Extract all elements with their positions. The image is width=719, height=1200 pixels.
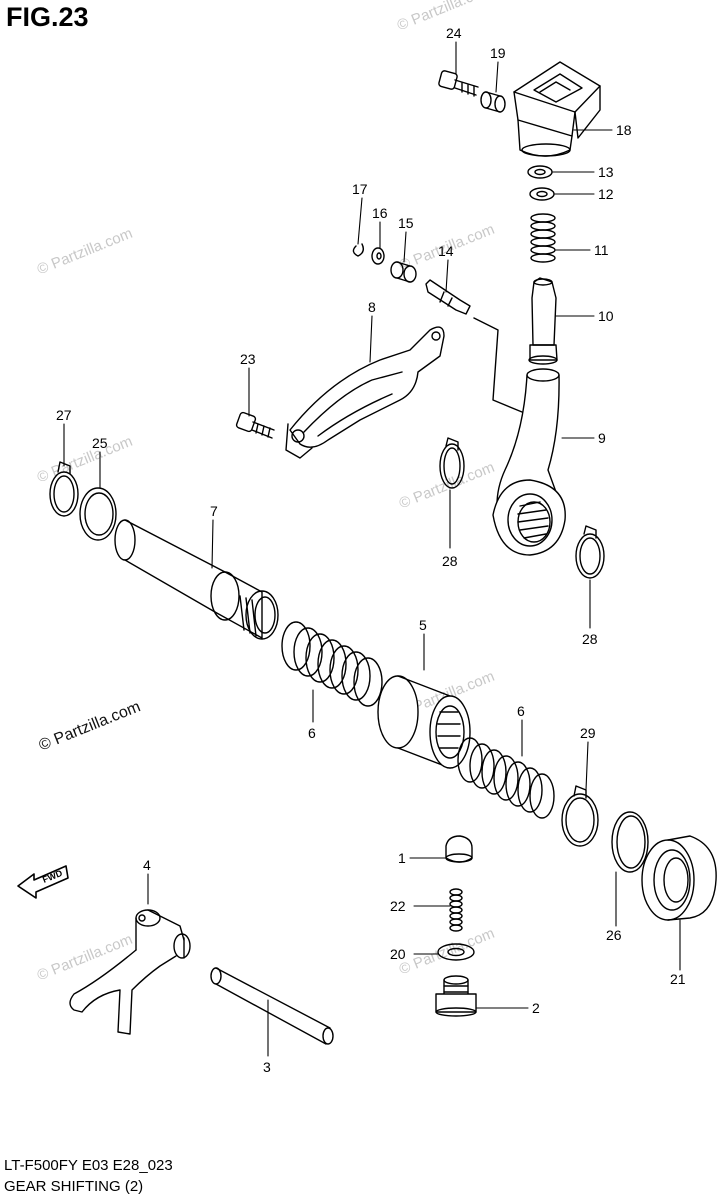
callout-26: 26 — [606, 927, 622, 943]
callout-6: 6 — [308, 725, 316, 741]
part-7-shift-shaft — [114, 519, 279, 640]
callout-7: 7 — [210, 503, 218, 519]
figure-code: LT-F500FY E03 E28_023 — [4, 1157, 173, 1174]
callout-labels: 24 19 18 13 12 17 16 15 14 11 10 8 23 9 … — [56, 25, 686, 1075]
part-21-oil-seal — [641, 835, 717, 921]
fwd-arrow-icon — [17, 865, 69, 899]
callout-1: 1 — [398, 850, 406, 866]
callout-11: 11 — [594, 242, 609, 258]
part-28-circlip-upper — [439, 437, 465, 489]
figure-title: FIG.23 — [6, 2, 89, 32]
part-15-bushing — [390, 261, 417, 283]
part-20-washer — [437, 943, 475, 961]
part-16-washer — [371, 247, 385, 265]
callout-13: 13 — [598, 164, 614, 180]
callout-27: 27 — [56, 407, 72, 423]
callout-10: 10 — [598, 308, 614, 324]
callout-22: 22 — [390, 898, 406, 914]
part-9-shift-arm — [492, 368, 566, 556]
part-2-plug-bolt — [435, 975, 477, 1017]
part-24-bolt — [438, 70, 479, 97]
callout-12: 12 — [598, 186, 614, 202]
part-13-washer — [527, 165, 553, 179]
callout-8: 8 — [368, 299, 376, 315]
callout-14: 14 — [438, 243, 454, 259]
part-6-spring-left — [281, 621, 383, 707]
callout-28: 28 — [442, 553, 458, 569]
callout-16: 16 — [372, 205, 388, 221]
leader-lines — [63, 41, 681, 1057]
part-19-collar — [480, 91, 506, 113]
part-17-clip — [352, 243, 365, 257]
callout-5: 5 — [419, 617, 427, 633]
callout-4: 4 — [143, 857, 151, 873]
part-1-plunger — [445, 835, 473, 863]
callout-18: 18 — [616, 122, 632, 138]
part-11-spring — [530, 213, 556, 263]
callout-17: 17 — [352, 181, 368, 197]
part-18-shift-knob — [513, 61, 601, 157]
part-8-shift-lever-plate — [285, 326, 445, 459]
callout-24: 24 — [446, 25, 462, 41]
part-28-circlip-lower — [575, 525, 605, 579]
callout-19: 19 — [490, 45, 506, 61]
part-14-pin — [425, 279, 471, 315]
callout-28: 28 — [582, 631, 598, 647]
callout-6: 6 — [517, 703, 525, 719]
part-23-bolt — [235, 411, 275, 439]
callout-15: 15 — [398, 215, 414, 231]
part-26-ring — [611, 811, 649, 873]
figure-name: GEAR SHIFTING (2) — [4, 1178, 144, 1195]
part-27-circlip — [49, 461, 79, 517]
callout-20: 20 — [390, 946, 406, 962]
callout-25: 25 — [92, 435, 108, 451]
callout-21: 21 — [670, 971, 686, 987]
part-3-fork-shaft — [210, 967, 334, 1045]
part-5-sleeve — [377, 675, 471, 769]
part-10-shaft — [528, 277, 558, 365]
link-line — [473, 317, 523, 413]
callout-29: 29 — [580, 725, 596, 741]
part-29-circlip — [561, 785, 599, 847]
callout-3: 3 — [263, 1059, 271, 1075]
callout-2: 2 — [532, 1000, 540, 1016]
part-12-washer — [529, 187, 555, 201]
callout-9: 9 — [598, 430, 606, 446]
part-6-spring-right — [457, 737, 555, 819]
callout-23: 23 — [240, 351, 256, 367]
part-25-ring — [79, 487, 117, 541]
part-4-shift-fork — [69, 909, 191, 1035]
part-22-spring — [449, 888, 463, 932]
